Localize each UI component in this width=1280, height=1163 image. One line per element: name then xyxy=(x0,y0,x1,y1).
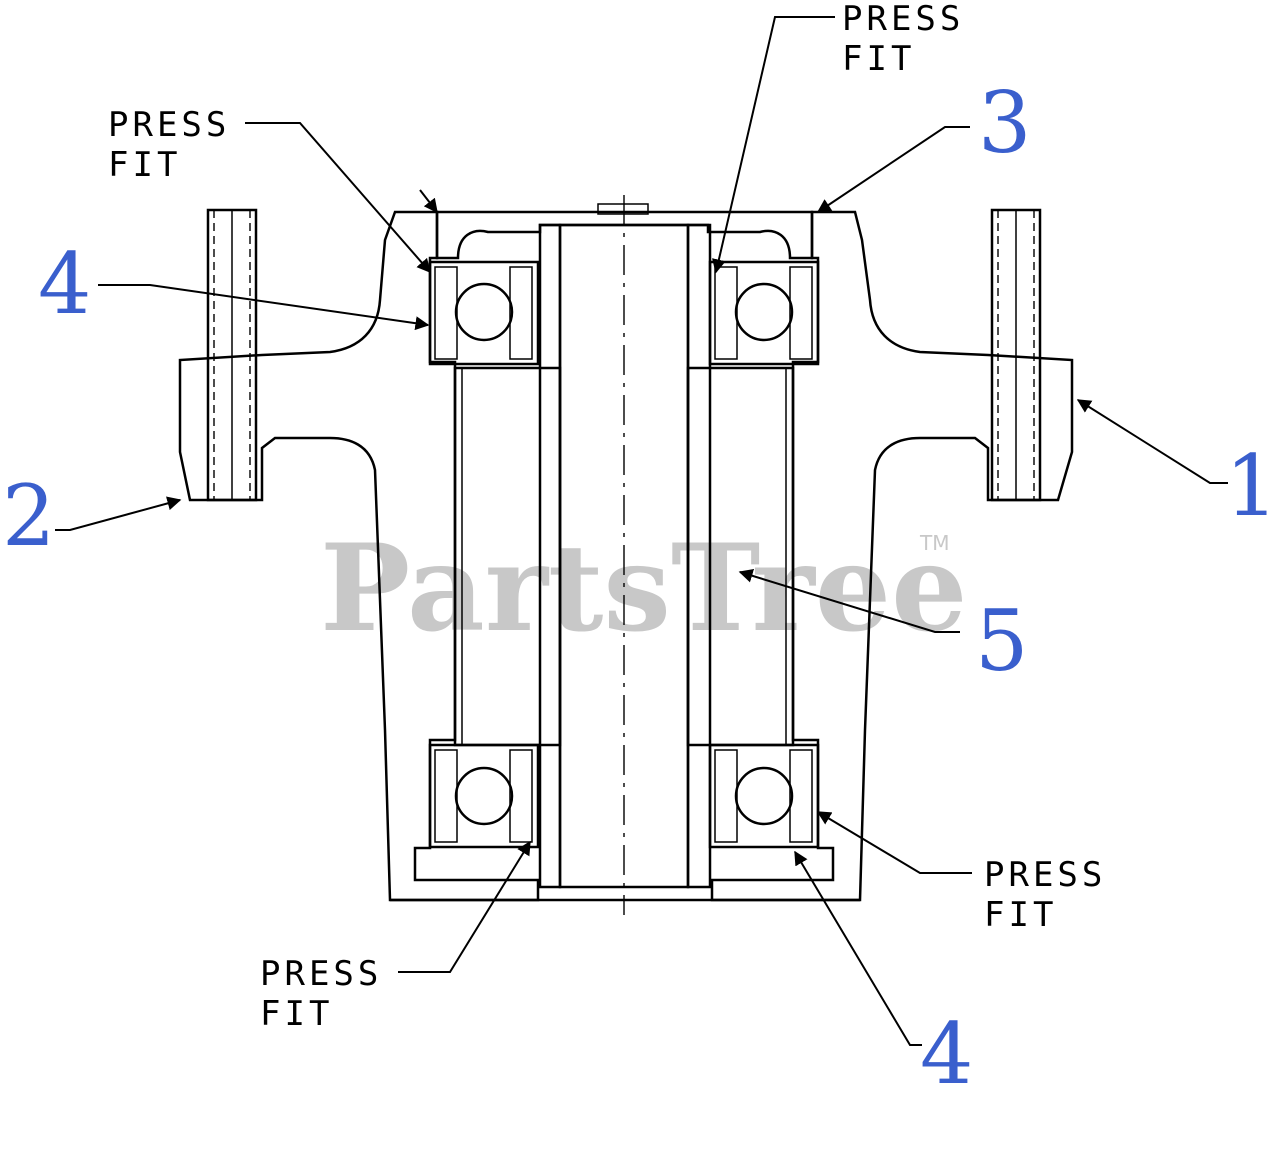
note-press-fit-top-left: PRESS FIT xyxy=(108,105,230,185)
leader-callout-4-top xyxy=(98,284,430,331)
note-line-press: PRESS xyxy=(108,105,230,145)
leader-press-fit-bottom-right xyxy=(816,811,972,874)
callout-3: 3 xyxy=(978,74,1031,172)
note-line-press: PRESS xyxy=(984,855,1106,895)
flange-stud-right xyxy=(990,208,1042,502)
bearing-bottom-right xyxy=(708,743,820,849)
bearing-top-right xyxy=(708,260,820,366)
leader-callout-1 xyxy=(1076,399,1228,484)
note-line-fit: FIT xyxy=(260,994,333,1034)
note-line-fit: FIT xyxy=(984,895,1057,935)
watermark-trademark: TM xyxy=(919,531,949,555)
note-line-fit: FIT xyxy=(108,145,181,185)
callout-4-top: 4 xyxy=(38,235,91,333)
leader-press-fit-top-right xyxy=(712,16,835,274)
callout-4-bottom: 4 xyxy=(920,1005,973,1103)
note-line-fit: FIT xyxy=(842,39,915,79)
note-press-fit-bottom-left: PRESS FIT xyxy=(260,954,382,1034)
bearing-top-left xyxy=(428,260,540,366)
bearing-bottom-left xyxy=(428,743,540,849)
spacer-inner-lines xyxy=(461,368,787,745)
leader-callout-3 xyxy=(816,126,970,213)
callout-1: 1 xyxy=(1225,437,1278,535)
note-line-press: PRESS xyxy=(842,0,964,39)
callout-2: 2 xyxy=(2,467,55,565)
watermark: PartsTree TM xyxy=(320,518,967,659)
leader-lines xyxy=(55,16,1228,1046)
callout-5: 5 xyxy=(975,592,1028,690)
note-press-fit-bottom-right: PRESS FIT xyxy=(984,855,1106,935)
leader-callout-2 xyxy=(55,496,182,531)
leader-press-fit-top-left xyxy=(245,122,431,274)
leader-callout-4-bottom xyxy=(794,850,922,1046)
flange-stud-left xyxy=(206,208,258,502)
leader-callout-5 xyxy=(738,569,960,633)
callouts: 3 4 1 2 5 4 xyxy=(2,74,1278,1103)
leader-press-fit-bottom-left xyxy=(398,840,531,973)
top-seal xyxy=(435,203,814,260)
leader-seal-left xyxy=(419,189,438,214)
note-line-press: PRESS xyxy=(260,954,382,994)
note-press-fit-top-right: PRESS FIT xyxy=(842,0,964,79)
watermark-text: PartsTree xyxy=(320,518,967,659)
